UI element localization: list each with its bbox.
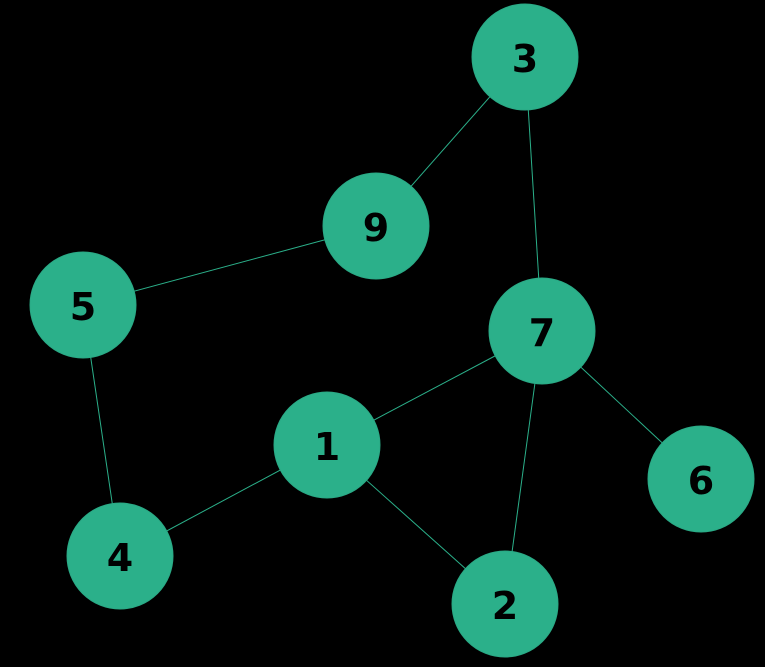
node-circle [647, 425, 755, 533]
node-7: 7 [488, 277, 596, 385]
node-circle [488, 277, 596, 385]
node-1: 1 [273, 391, 381, 499]
node-label: 5 [70, 285, 96, 329]
node-9: 9 [322, 172, 430, 280]
node-circle [29, 251, 137, 359]
edges-layer [82, 56, 702, 605]
node-circle [451, 550, 559, 658]
node-label: 9 [363, 206, 389, 250]
node-label: 3 [512, 37, 538, 81]
node-circle [273, 391, 381, 499]
node-circle [471, 3, 579, 111]
node-6: 6 [647, 425, 755, 533]
node-circle [66, 502, 174, 610]
node-label: 6 [688, 459, 714, 503]
nodes-layer: 3 9 5 7 1 6 4 2 [29, 3, 755, 658]
node-label: 7 [529, 311, 555, 355]
node-4: 4 [66, 502, 174, 610]
node-circle [322, 172, 430, 280]
node-label: 2 [492, 584, 518, 628]
node-label: 4 [107, 536, 133, 580]
node-3: 3 [471, 3, 579, 111]
node-2: 2 [451, 550, 559, 658]
node-5: 5 [29, 251, 137, 359]
node-label: 1 [314, 425, 340, 469]
